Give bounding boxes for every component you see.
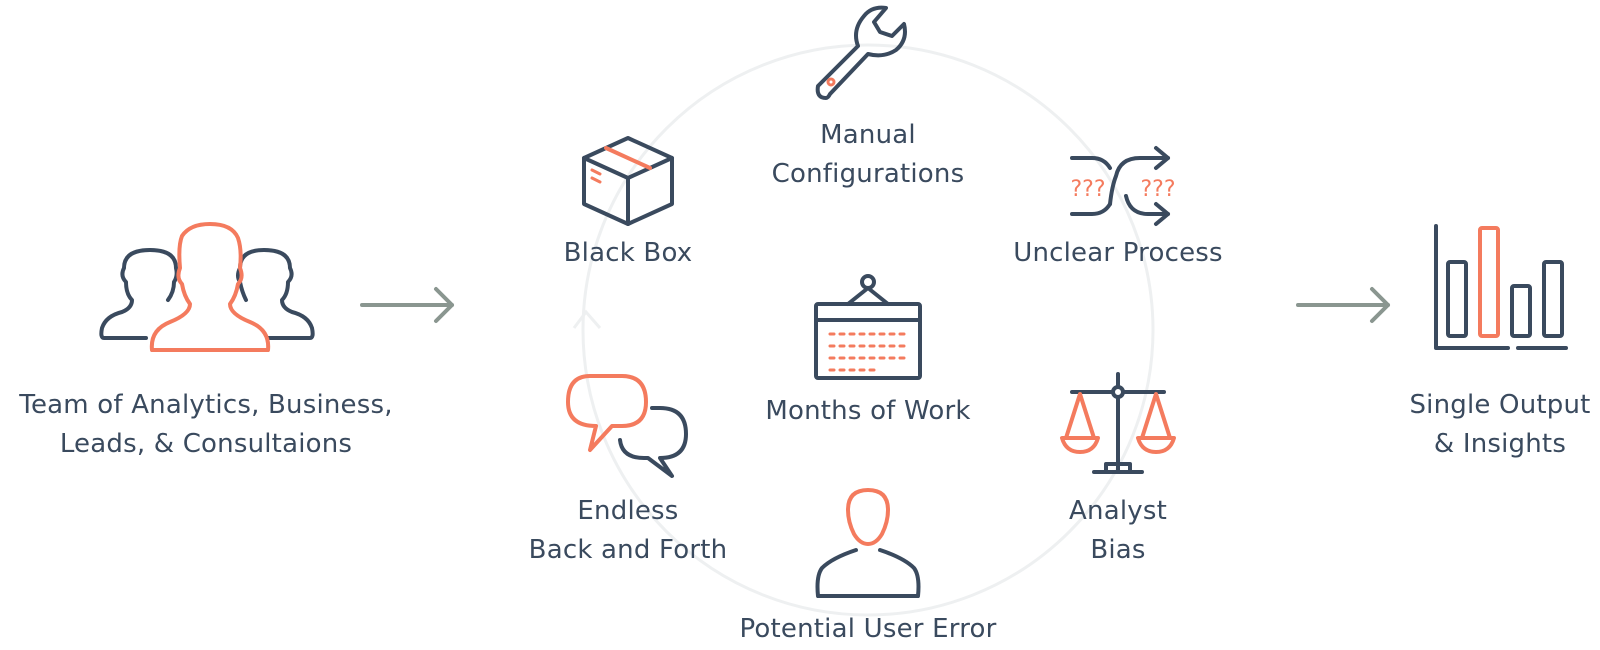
user-icon xyxy=(815,488,921,598)
user-error-label-line1: Potential User Error xyxy=(739,614,997,644)
back-forth-label-line1: Endless xyxy=(577,496,679,526)
wrench-icon xyxy=(815,5,907,100)
team-label-line1: Team of Analytics, Business, xyxy=(19,390,393,420)
calendar-icon xyxy=(814,274,922,380)
manual-label-line2: Configurations xyxy=(771,159,965,189)
bias-label-line2: Bias xyxy=(1090,535,1146,565)
team-label: Team of Analytics, Business, Leads, & Co… xyxy=(19,386,392,464)
user-error-label: Potential User Error xyxy=(739,610,996,649)
months-of-work-label: Months of Work xyxy=(765,392,970,431)
black-box-label: Black Box xyxy=(564,234,693,273)
cycle-circle xyxy=(581,43,1155,617)
box-icon xyxy=(582,136,674,226)
chat-bubbles-icon xyxy=(566,374,688,478)
question-marks-right: ??? xyxy=(1140,177,1175,202)
question-marks-left: ??? xyxy=(1070,177,1105,202)
shuffle-question-icon xyxy=(1070,146,1170,226)
arrow-right-icon xyxy=(360,287,454,323)
black-box-label-line1: Black Box xyxy=(563,238,693,268)
team-label-line2: Leads, & Consultaions xyxy=(59,429,353,459)
manual-label-line1: Manual xyxy=(820,120,916,150)
months-label-line1: Months of Work xyxy=(765,396,971,426)
arrow-right-icon xyxy=(1296,287,1390,323)
back-forth-label-line2: Back and Forth xyxy=(528,535,728,565)
back-and-forth-label: Endless Back and Forth xyxy=(529,492,728,570)
scales-icon xyxy=(1060,372,1176,474)
bar-chart-icon xyxy=(1434,224,1568,350)
people-group-icon xyxy=(99,222,315,352)
output-label-line1: Single Output xyxy=(1409,390,1591,420)
manual-configurations-label: Manual Configurations xyxy=(772,116,965,194)
unclear-process-label: Unclear Process xyxy=(1013,234,1223,273)
bias-label-line1: Analyst xyxy=(1069,496,1167,526)
calendar-days xyxy=(828,332,908,372)
unclear-label-line1: Unclear Process xyxy=(1013,238,1223,268)
cycle-arrowhead xyxy=(572,309,602,329)
analyst-bias-label: Analyst Bias xyxy=(1069,492,1167,570)
output-label: Single Output & Insights xyxy=(1409,386,1590,464)
output-label-line2: & Insights xyxy=(1433,429,1567,459)
